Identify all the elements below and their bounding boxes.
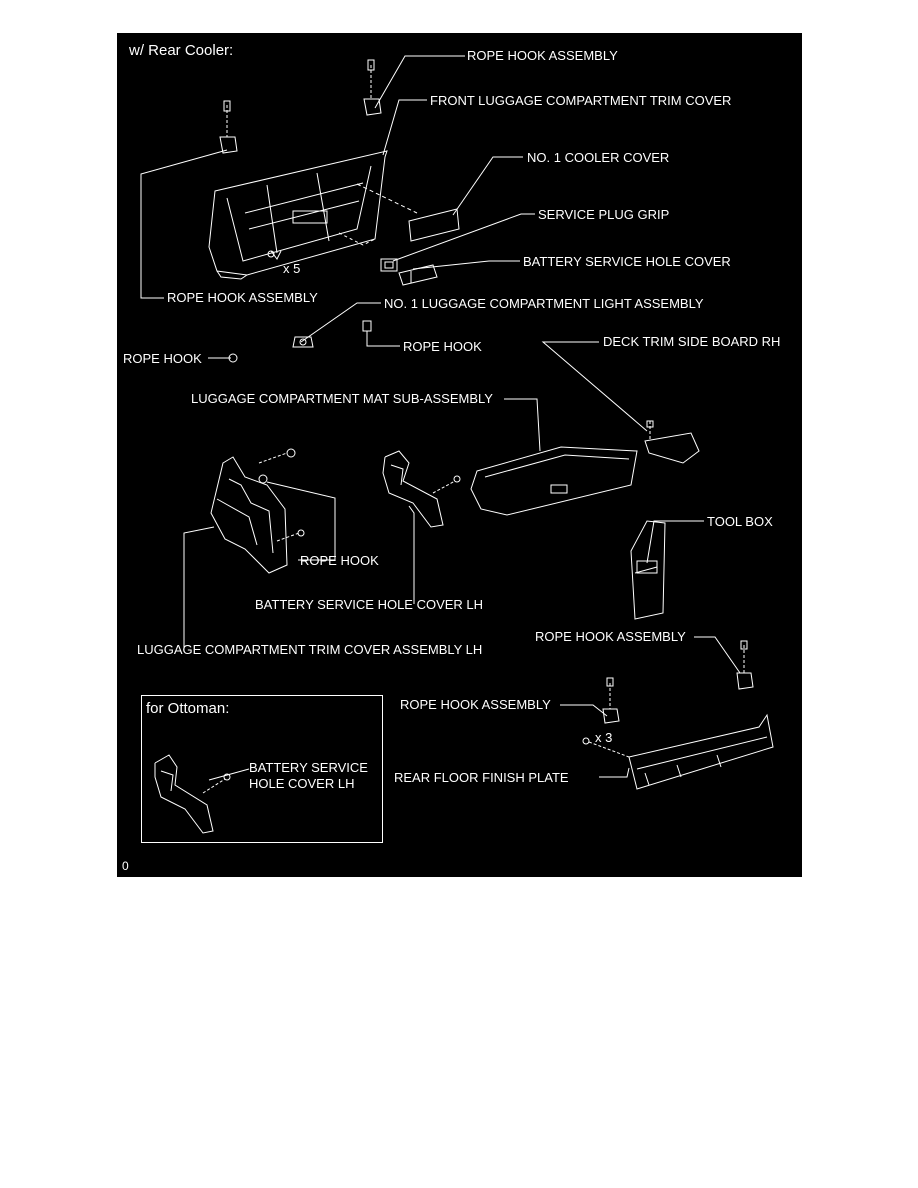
clip-x5-drawing (270, 250, 282, 260)
rope-hook-assembly-top-drawing (219, 59, 382, 154)
battery-service-hole-cover-drawing (398, 264, 438, 286)
cooler-cover-drawing (408, 208, 460, 242)
service-plug-grip-drawing (380, 258, 398, 272)
ottoman-inset-box: for Ottoman: BATTERY SERVICE HOLE COVER … (141, 695, 383, 843)
label-rope-hook-assembly-left: ROPE HOOK ASSEMBLY (167, 290, 318, 305)
diagram-artwork (140, 55, 774, 834)
label-rope-hook-assembly-top: ROPE HOOK ASSEMBLY (467, 48, 618, 63)
label-qty-x5: x 5 (283, 261, 301, 276)
luggage-mat-drawing (470, 446, 638, 516)
inset-battery-cover-drawing (154, 754, 231, 834)
luggage-trim-cover-lh-drawing (210, 448, 305, 574)
label-luggage-trim-cover-assembly-lh: LUGGAGE COMPARTMENT TRIM COVER ASSEMBLY … (137, 642, 483, 657)
label-tool-box: TOOL BOX (707, 514, 773, 529)
rope-hook-center-drawing (362, 320, 372, 345)
front-luggage-trim-cover-drawing (208, 150, 418, 280)
label-luggage-mat-sub-assembly: LUGGAGE COMPARTMENT MAT SUB-ASSEMBLY (191, 391, 493, 406)
figure-code: 0 (122, 859, 129, 873)
luggage-light-drawing (292, 336, 314, 348)
label-inset-battery-line2: HOLE COVER LH (249, 776, 355, 791)
label-rope-hook-lower: ROPE HOOK (300, 553, 379, 568)
deck-trim-side-board-drawing (644, 420, 700, 464)
label-deck-trim-side-board-rh: DECK TRIM SIDE BOARD RH (603, 334, 781, 349)
label-battery-service-hole-cover-lh: BATTERY SERVICE HOLE COVER LH (255, 597, 484, 612)
rope-hook-left-drawing (228, 353, 238, 363)
label-battery-service-hole-cover: BATTERY SERVICE HOLE COVER (523, 254, 731, 269)
leader-lines (140, 55, 741, 781)
label-rear-floor-finish-plate: REAR FLOOR FINISH PLATE (394, 770, 569, 785)
label-rope-hook-assembly-lower: ROPE HOOK ASSEMBLY (400, 697, 551, 712)
section-ottoman: for Ottoman: (146, 700, 230, 717)
label-qty-x3: x 3 (595, 730, 613, 745)
rope-hook-assembly-right-drawing (736, 640, 754, 690)
section-rear-cooler: w/ Rear Cooler: (129, 42, 234, 59)
label-rope-hook-center: ROPE HOOK (403, 339, 482, 354)
rope-hook-assembly-lower-drawing (602, 677, 620, 724)
label-rope-hook-assembly-right: ROPE HOOK ASSEMBLY (535, 629, 686, 644)
label-no1-cooler-cover: NO. 1 COOLER COVER (527, 150, 670, 165)
tool-box-drawing (630, 520, 666, 620)
label-front-luggage-trim-cover: FRONT LUGGAGE COMPARTMENT TRIM COVER (430, 93, 732, 108)
battery-service-hole-cover-lh-drawing (382, 450, 461, 528)
label-service-plug-grip: SERVICE PLUG GRIP (538, 207, 670, 222)
parts-diagram: w/ Rear Cooler: ROPE HOOK ASSEMBLY FRONT… (117, 33, 802, 877)
rear-floor-finish-plate-drawing (582, 713, 774, 790)
label-no1-luggage-light: NO. 1 LUGGAGE COMPARTMENT LIGHT ASSEMBLY (384, 296, 704, 311)
label-inset-battery-line1: BATTERY SERVICE (249, 760, 368, 775)
label-rope-hook-left: ROPE HOOK (123, 351, 202, 366)
